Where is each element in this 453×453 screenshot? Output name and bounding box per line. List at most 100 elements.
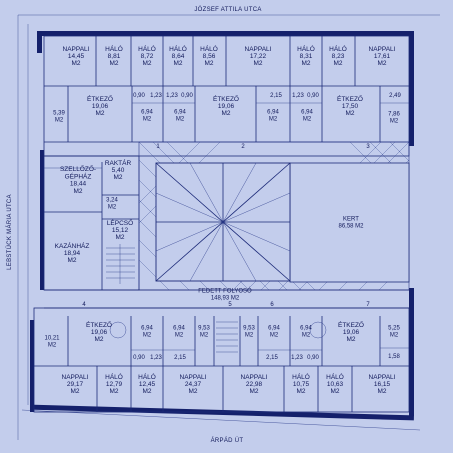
room-label-line: M2	[345, 110, 354, 117]
small-area-label: 2,15	[270, 93, 282, 99]
small-area-label: 0,90	[181, 93, 193, 99]
room-label-line: 8,72	[141, 53, 154, 60]
room-label-line: M2	[71, 60, 80, 67]
room-label-line: M2	[67, 257, 76, 264]
room-label-line: 6,94	[267, 109, 279, 115]
room-label-line: HÁLÓ	[105, 44, 123, 53]
room-label-line: 9,53	[198, 325, 210, 331]
room-label-line: 16,15	[374, 381, 391, 388]
small-area-label: 1,23	[292, 93, 304, 99]
room-label-line: M2	[73, 188, 82, 195]
wall-east-lower	[409, 288, 414, 416]
room-label-line: M2	[188, 388, 197, 395]
small-area-label: 0,90	[307, 93, 319, 99]
room-label-line: 18,44	[70, 181, 87, 188]
room-label-line: 17,61	[374, 53, 391, 60]
room-label-line: 148,93 M2	[211, 296, 240, 302]
room-label-line: NAPPALI	[245, 46, 272, 53]
room-label-line: 10,21	[44, 335, 60, 341]
room-label-line: M2	[269, 117, 278, 123]
room-label-line: 19,06	[92, 103, 109, 110]
small-area-label: 0,90	[307, 355, 319, 361]
room-label-line: 19,06	[91, 329, 108, 336]
room-label-line: 6,94	[141, 109, 153, 115]
room-label-line: FEDETT FOLYOSÓ	[198, 287, 252, 294]
wall-nw-corner	[37, 31, 42, 53]
room-label-line: M2	[176, 117, 185, 123]
room-label-line: M2	[221, 110, 230, 117]
room-label-line: NAPPALI	[241, 374, 268, 381]
room-label-line: ÉTKEZŐ	[213, 94, 239, 103]
section-mark: 2	[241, 144, 245, 150]
room-label-line: M2	[204, 60, 213, 67]
room-label-line: 9,53	[243, 325, 255, 331]
room-label-line: M2	[270, 333, 279, 339]
room-label-r36: 1,58	[388, 354, 400, 360]
room-label-line: M2	[48, 343, 57, 349]
small-area-label: 1,23	[291, 355, 303, 361]
room-label-line: HÁLÓ	[138, 44, 156, 53]
room-label-line: 6,94	[174, 109, 186, 115]
wall-west-lower	[30, 320, 34, 412]
room-label-line: ÉTKEZŐ	[87, 94, 113, 103]
section-mark: 7	[366, 302, 370, 308]
room-label-line: M2	[333, 60, 342, 67]
room-label-line: M2	[109, 388, 118, 395]
room-label-line: 5,39	[53, 110, 65, 116]
small-area-label: 2,15	[266, 355, 278, 361]
small-area-label: 0,90	[133, 355, 145, 361]
room-label-line: 10,63	[327, 381, 344, 388]
staircase-symbol	[106, 244, 135, 284]
room-label-line: M2	[142, 60, 151, 67]
room-label-line: 6,94	[268, 325, 280, 331]
room-label-line: KERT	[343, 216, 359, 222]
room-label-line: 7,86	[388, 111, 400, 117]
room-label-line: M2	[55, 118, 64, 124]
room-label-line: M2	[200, 333, 209, 339]
room-label-line: HÁLÓ	[297, 44, 315, 53]
wall-south	[29, 404, 414, 421]
room-label-line: M2	[109, 60, 118, 67]
room-label-line: 17,50	[342, 103, 359, 110]
room-label-line: 15,12	[112, 227, 129, 234]
room-label-line: 17,22	[250, 53, 267, 60]
room-label-line: HÁLÓ	[292, 372, 310, 381]
room-label-line: M2	[253, 60, 262, 67]
room-label-line: 6,94	[300, 325, 312, 331]
room-label-line: 8,23	[332, 53, 345, 60]
room-label-line: M2	[245, 333, 254, 339]
room-label-line: M2	[303, 117, 312, 123]
room-label-line: 6,94	[173, 325, 185, 331]
room-label-line: 14,45	[68, 53, 85, 60]
room-label-line: KAZÁNHÁZ	[55, 241, 90, 250]
room-label-line: NAPPALI	[369, 46, 396, 53]
room-label-line: M2	[143, 117, 152, 123]
room-label-line: M2	[301, 60, 310, 67]
south-wing	[33, 307, 410, 413]
section-mark: 3	[366, 144, 370, 150]
small-area-label: 2,49	[389, 93, 401, 99]
room-label-line: ÉTKEZŐ	[337, 94, 363, 103]
